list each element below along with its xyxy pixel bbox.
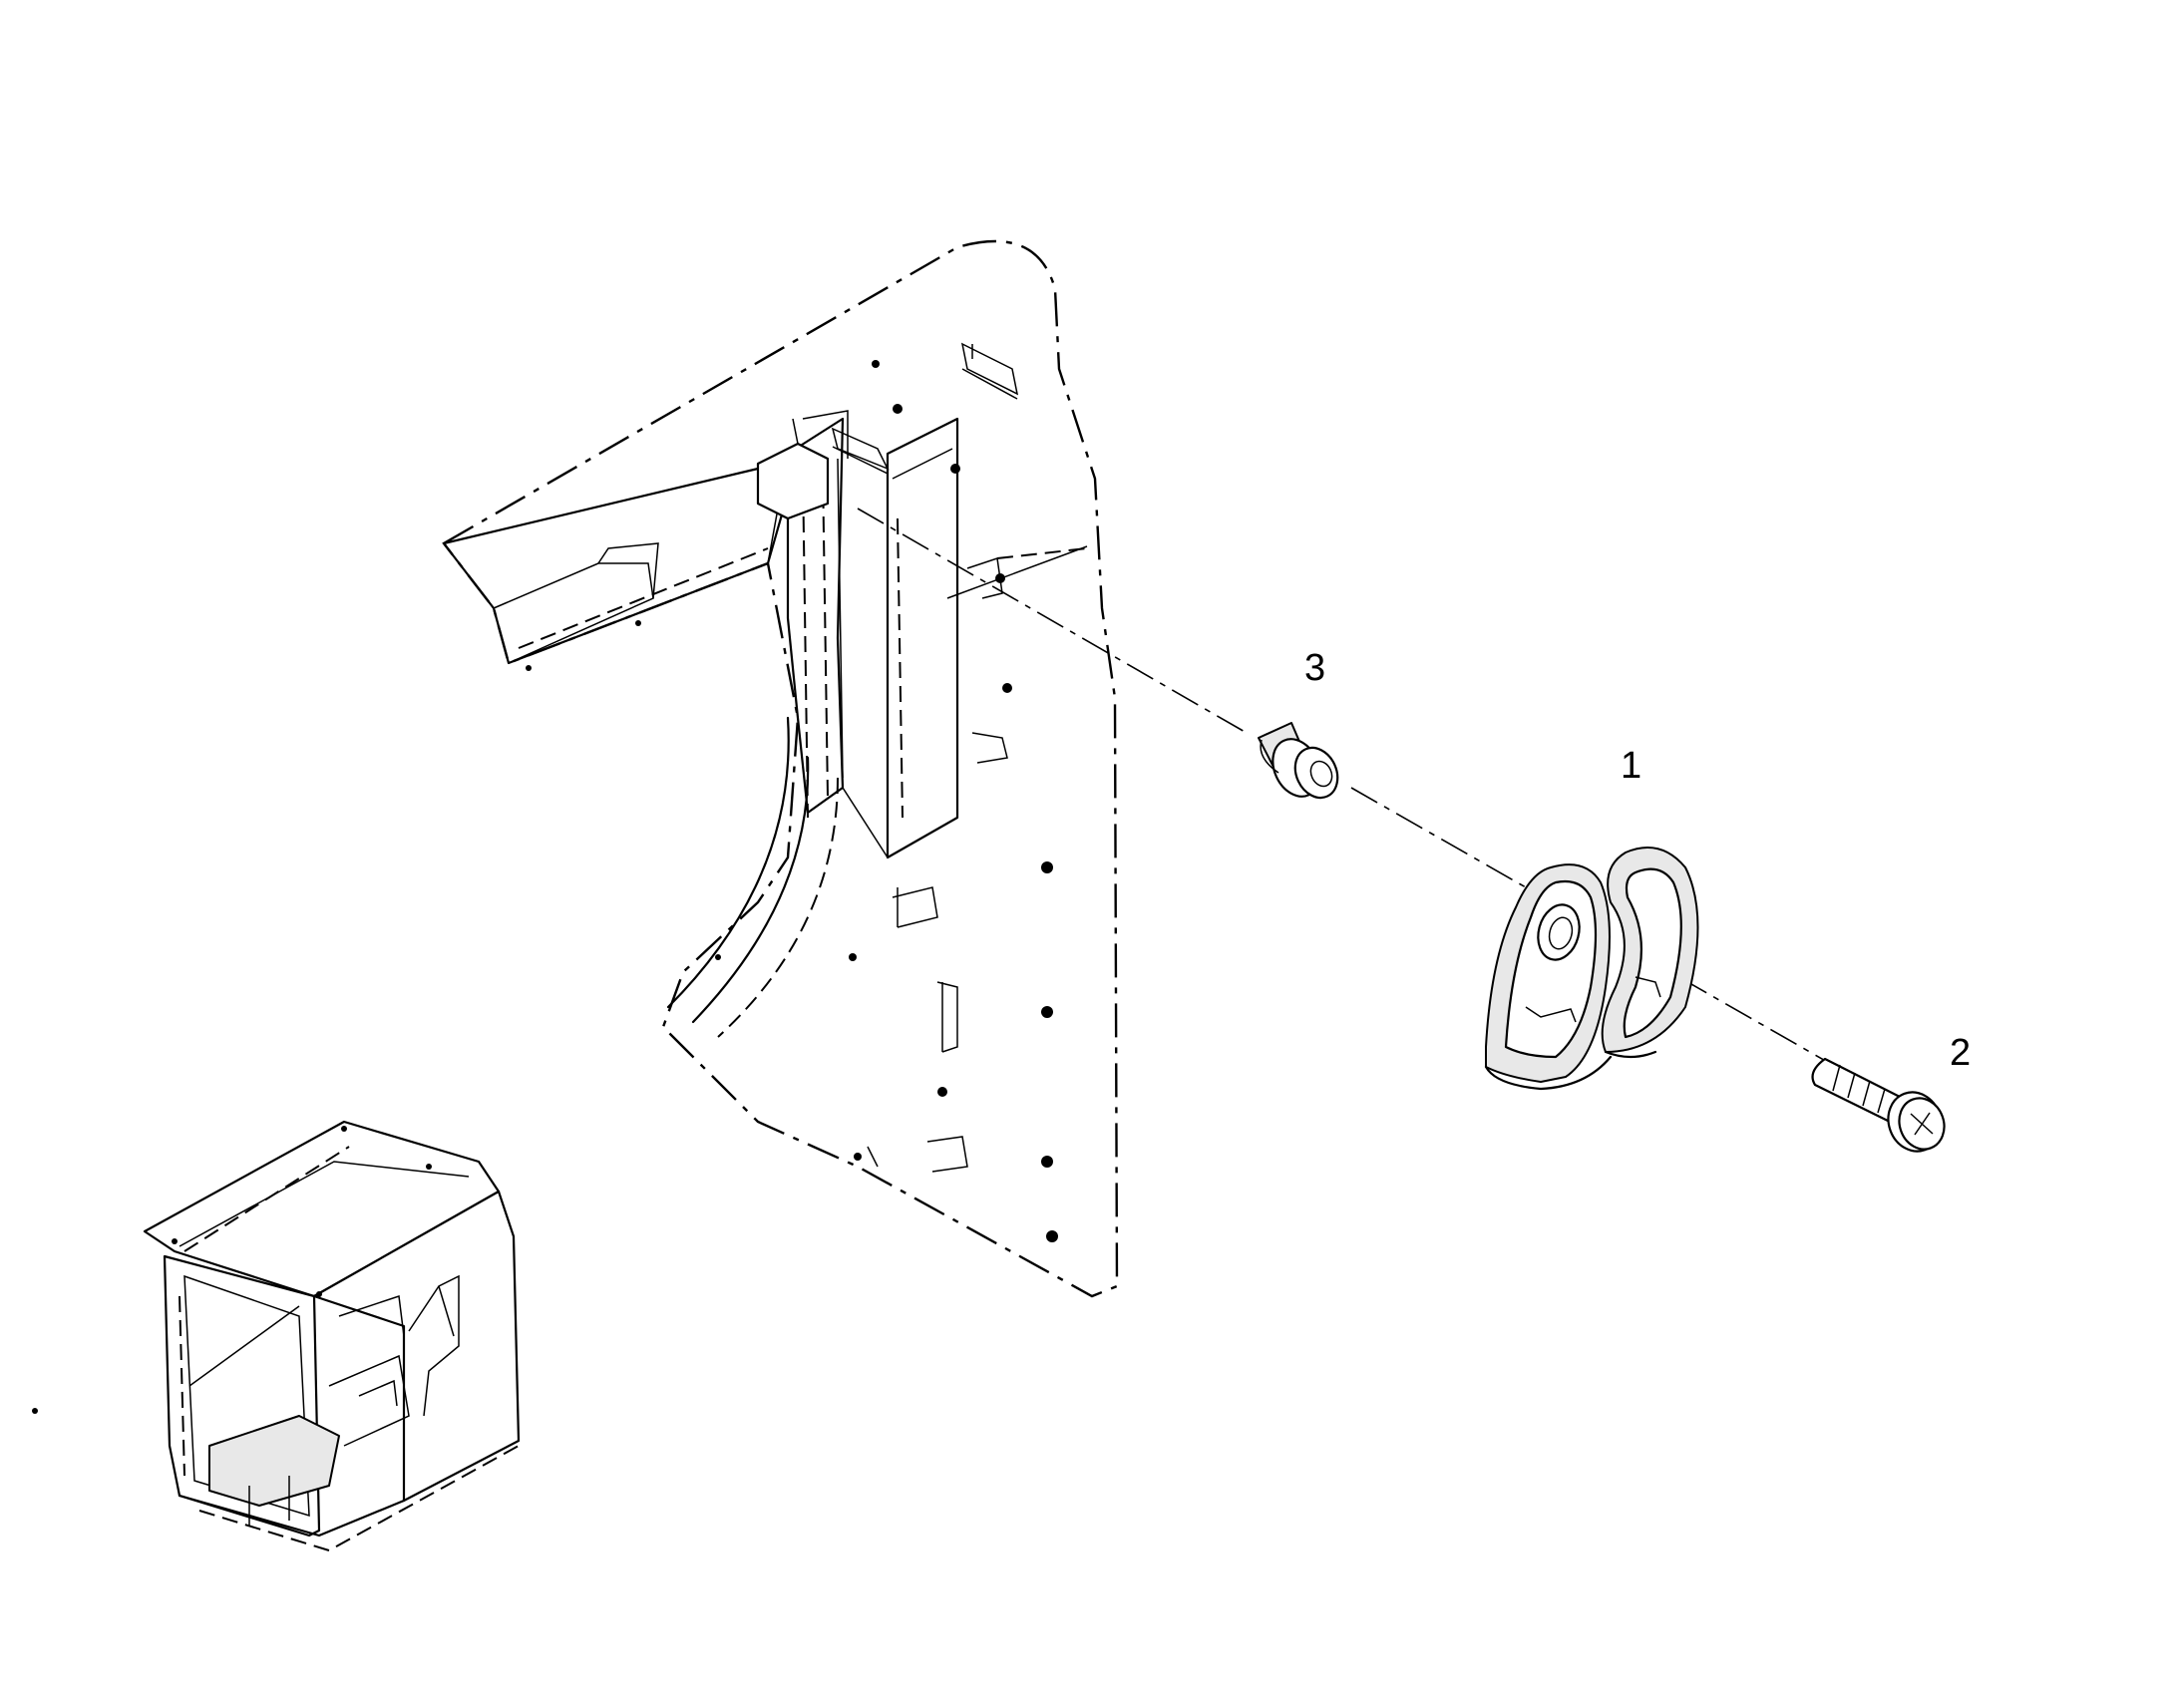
part-1-grab-handle: [1484, 847, 1699, 1091]
cab-locator-thumbnail: [32, 1120, 521, 1552]
part-3-bushing: [1258, 722, 1339, 800]
assembly-leader-lines: [857, 508, 1851, 1076]
pillar-curve: [666, 716, 790, 1009]
cab-side-panel: [442, 239, 1119, 1298]
pillar-flange: [886, 417, 959, 859]
callout-part-2: 2: [1950, 1032, 1971, 1074]
callout-part-3: 3: [1304, 647, 1325, 689]
panel-studs: [526, 360, 1058, 1242]
panel-outline: [442, 239, 1119, 1298]
panel-brackets: [831, 342, 1088, 1173]
part-2-screw: [1811, 1057, 1946, 1153]
callout-part-1: 1: [1621, 745, 1641, 787]
cab-side-wall: [312, 1190, 521, 1503]
pillar-collar: [756, 442, 830, 520]
roof-rail: [442, 467, 790, 665]
